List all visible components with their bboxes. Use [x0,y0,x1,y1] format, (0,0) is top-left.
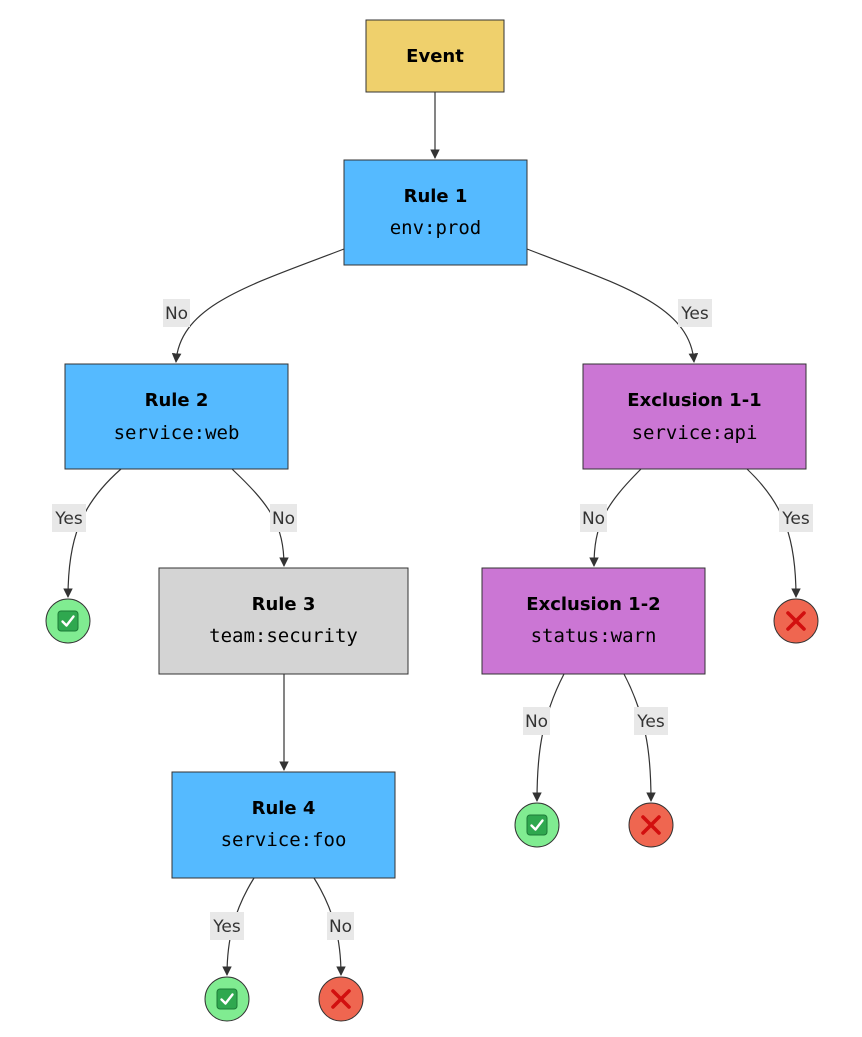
edge-label-text: No [272,509,295,529]
edge-labels: No Yes Yes No No Yes No Yes [52,299,813,940]
rule1-node-condition: env:prod [390,217,482,239]
edge-rule1-to-exclusion1-1 [526,248,699,363]
cross-mark-icon [786,611,806,631]
rule4-node: Rule 4 service:foo [171,771,396,879]
nodes: Event Rule 1 env:prod Rule 2 service:web… [64,19,807,879]
edge-exclusion1-1-to-fail [746,468,801,598]
edge-label-text: Yes [781,509,810,529]
rule1-node: Rule 1 env:prod [343,159,528,266]
exclusion1-1-node: Exclusion 1-1 service:api [582,363,807,470]
outcome-fail-exclusion1-2 [628,802,674,848]
check-mark-icon [526,814,548,836]
edge-label-text: No [582,509,605,529]
edge-rule2-to-pass [63,468,122,598]
rule3-node-box [158,567,409,675]
check-mark-icon [216,988,238,1010]
exclusion1-1-node-title: Exclusion 1-1 [627,390,761,411]
exclusion1-1-node-condition: service:api [632,422,758,444]
edge-rule1-to-rule2 [171,248,345,363]
exclusion1-2-node-title: Exclusion 1-2 [526,594,660,615]
edge-exclusion1-2-to-fail [623,673,656,802]
event-node-box [365,19,505,93]
cross-mark-icon [641,815,661,835]
rule2-node-condition: service:web [114,422,240,444]
edge-label-text: Yes [636,712,665,732]
edge-label-rule2-no: No [270,504,297,532]
outcome-fail-exclusion1-1 [773,598,819,644]
edge-exclusion1-2-to-pass [532,673,565,802]
outcome-pass-rule2 [45,598,91,644]
rule4-node-condition: service:foo [221,829,347,851]
rule2-node: Rule 2 service:web [64,363,289,470]
rule4-node-title: Rule 4 [252,798,316,819]
rule1-node-title: Rule 1 [404,186,468,207]
edge-label-rule1-no: No [163,299,190,327]
outcome-fail-rule4 [318,976,364,1022]
cross-mark-icon [331,989,351,1009]
edge-label-text: Yes [54,509,83,529]
edge-label-rule4-no: No [327,912,354,940]
event-node: Event [365,19,505,93]
edge-label-text: No [329,917,352,937]
exclusion1-1-node-box [582,363,807,470]
edge-label-rule2-yes: Yes [52,504,86,532]
event-node-title: Event [406,46,464,67]
edge-label-text: Yes [680,304,709,324]
outcome-pass-exclusion1-2 [514,802,560,848]
edge-label-exclusion1-1-yes: Yes [779,504,813,532]
rule1-node-box [343,159,528,266]
rule2-node-title: Rule 2 [145,390,209,411]
exclusion1-2-node-box [481,567,706,675]
exclusion1-2-node: Exclusion 1-2 status:warn [481,567,706,675]
rule3-node-title: Rule 3 [252,594,316,615]
exclusion1-2-node-condition: status:warn [531,625,657,647]
rule3-node-condition: team:security [209,625,358,647]
edge-label-text: No [525,712,548,732]
outcome-pass-rule4 [204,976,250,1022]
edge-label-exclusion1-2-no: No [523,707,550,735]
edge-label-exclusion1-1-no: No [580,504,607,532]
rule4-node-box [171,771,396,879]
edge-label-text: Yes [212,917,241,937]
check-mark-icon [57,610,79,632]
outcomes [45,598,819,1022]
edge-label-text: No [165,304,188,324]
rule3-node: Rule 3 team:security [158,567,409,675]
edge-label-rule1-yes: Yes [678,299,712,327]
edge-label-rule4-yes: Yes [210,912,244,940]
rule2-node-box [64,363,289,470]
edge-label-exclusion1-2-yes: Yes [634,707,668,735]
